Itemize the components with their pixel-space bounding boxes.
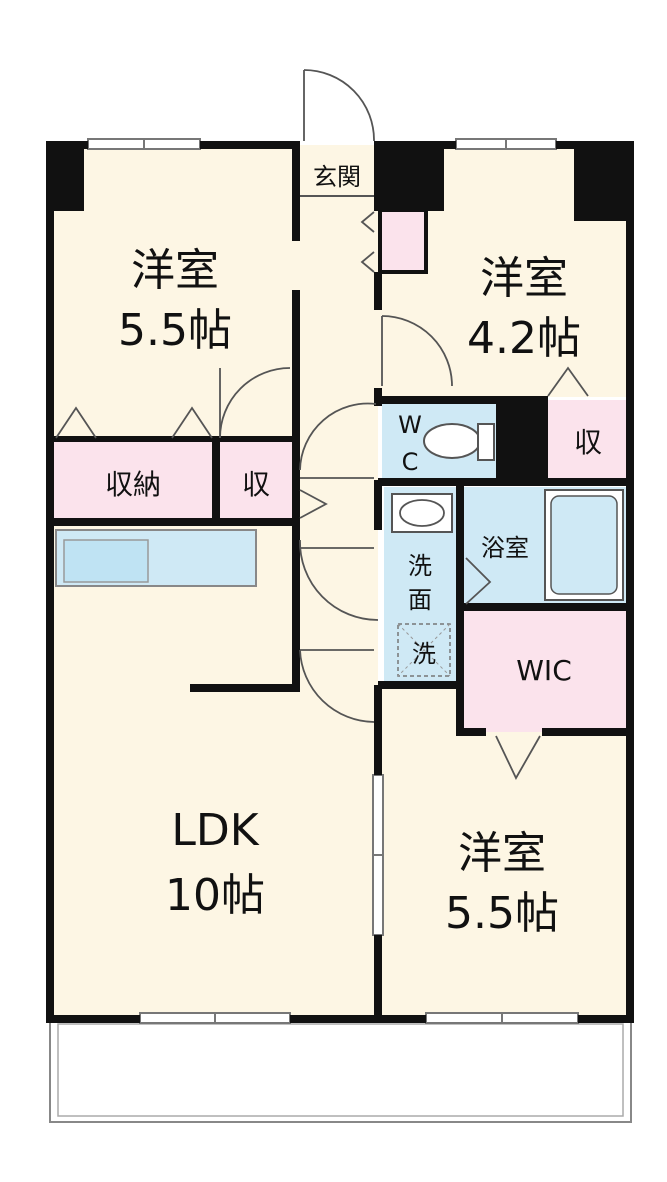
western-ne-size: 4.2帖	[467, 313, 581, 364]
ldk-size: 10帖	[165, 870, 265, 921]
washroom-label-line1: 洗	[408, 552, 432, 580]
storage-small-right-label: 収	[574, 426, 602, 459]
wc-label-line2: C	[402, 448, 419, 476]
western-ne-name: 洋室	[480, 253, 568, 304]
sink-icon	[391, 493, 453, 533]
toilet-icon	[423, 423, 495, 461]
walls	[46, 141, 634, 1023]
western-nw-name: 洋室	[131, 245, 219, 296]
bath-label: 浴室	[481, 534, 529, 562]
balcony	[49, 1017, 632, 1123]
washroom-label-line2: 面	[408, 586, 432, 614]
storage-small-left	[218, 440, 296, 522]
room-western-se	[378, 685, 630, 1018]
western-nw-size: 5.5帖	[118, 305, 232, 356]
western-se-name: 洋室	[458, 828, 546, 879]
room-ldk	[50, 522, 378, 1018]
western-se-size: 5.5帖	[445, 888, 559, 939]
bathtub-icon	[544, 489, 624, 601]
storage-shoe	[378, 208, 428, 274]
wc-label-line1: W	[398, 411, 422, 439]
storage-closet-label: 収納	[105, 468, 161, 501]
wic-label: WIC	[516, 654, 572, 687]
washer-label: 洗	[412, 640, 436, 668]
washer-pan-icon	[397, 623, 451, 677]
entrance-label: 玄関	[313, 163, 361, 191]
storage-small-left-label: 収	[242, 468, 270, 501]
storage-small-right	[548, 400, 628, 480]
door-swings	[55, 69, 589, 780]
ldk-name: LDK	[171, 805, 259, 856]
room-western-nw	[50, 145, 296, 440]
wic-room	[460, 610, 628, 732]
storage-closet	[50, 440, 212, 522]
